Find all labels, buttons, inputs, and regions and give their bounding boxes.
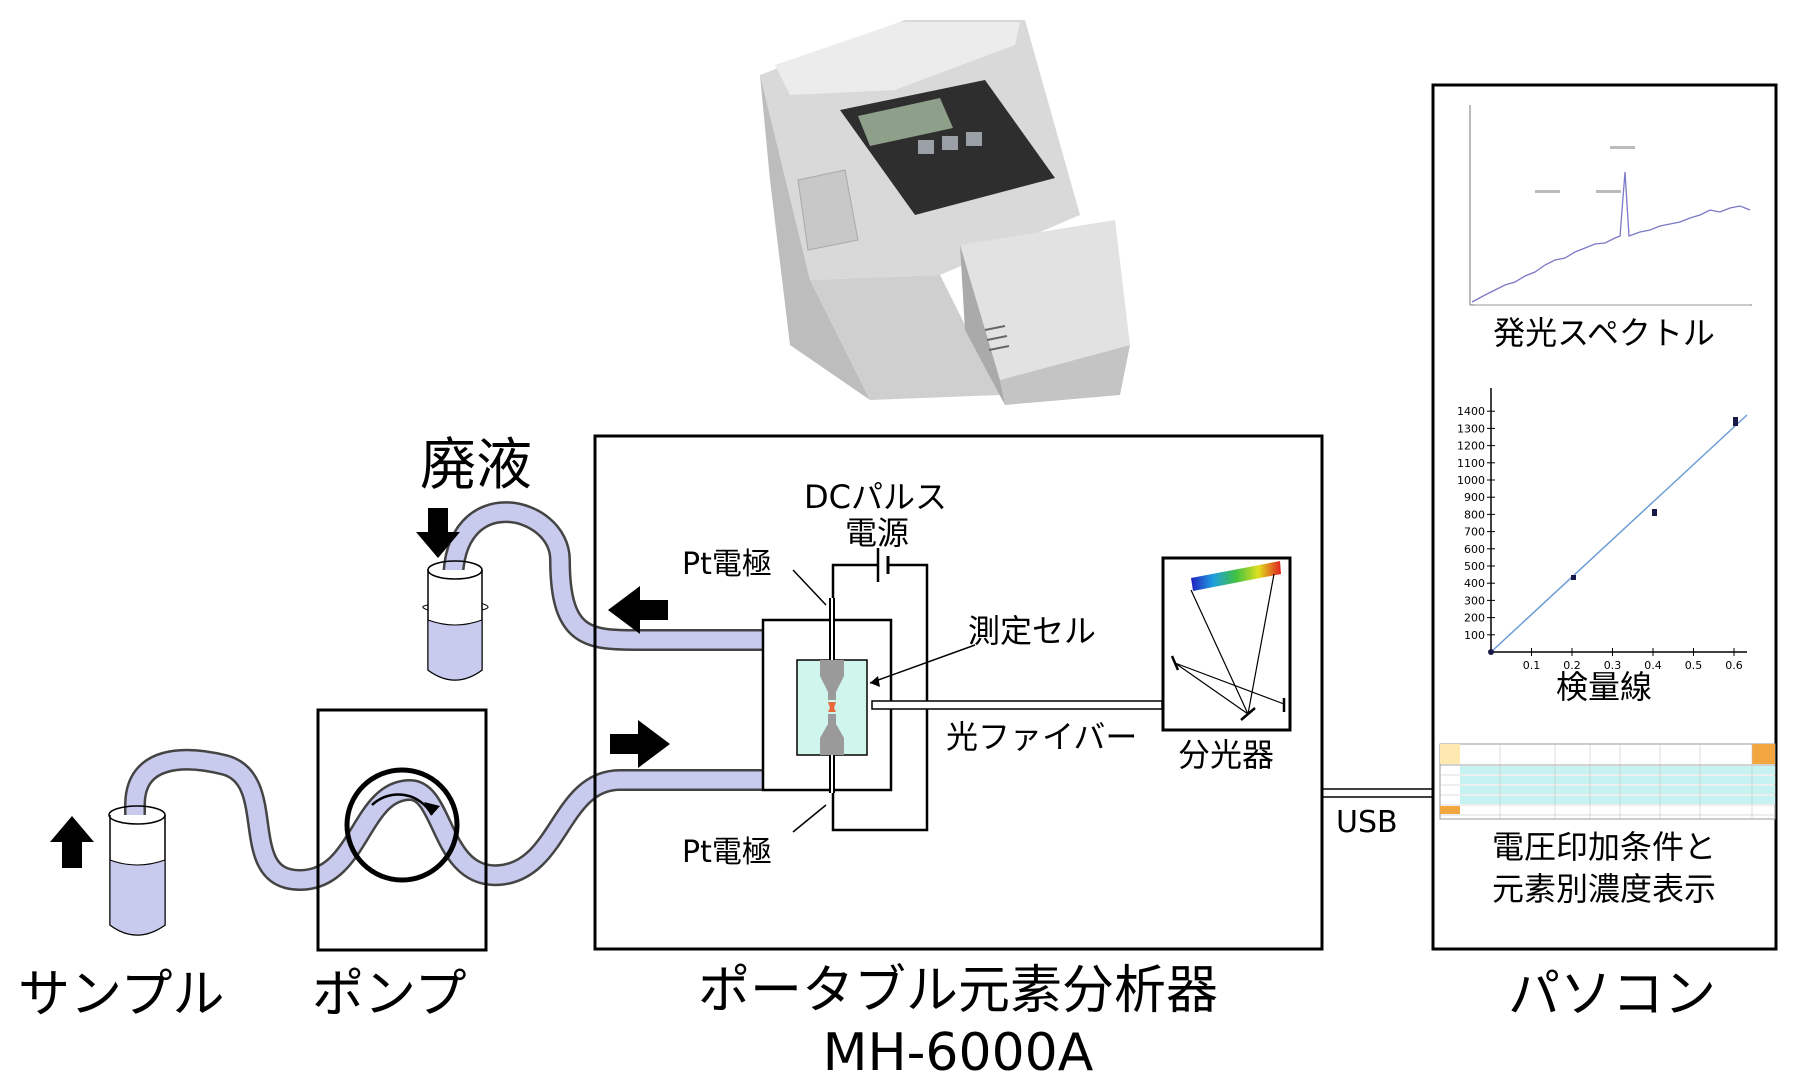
measurement-cell-label: 測定セル: [968, 612, 1096, 650]
y-tick-label: 700: [1464, 526, 1485, 539]
pump-box: [316, 708, 488, 952]
pc-panel: [1431, 83, 1778, 951]
pointer-line: [869, 644, 976, 684]
calibration-curve-label: 検量線: [1556, 668, 1652, 706]
data-point: [1733, 417, 1738, 426]
panel-button: [918, 140, 934, 154]
sample-label: サンプル: [18, 965, 224, 1025]
power-supply-label: 電源: [845, 514, 909, 552]
concentration-table: [1439, 743, 1776, 820]
optical-fiber-label: 光ファイバー: [946, 718, 1137, 756]
panel-button: [942, 136, 958, 150]
pump-label: ポンプ: [312, 965, 466, 1025]
x-tick-label: 0.5: [1685, 659, 1703, 672]
voltage-conditions-label-2: 元素別濃度表示: [1492, 870, 1716, 908]
arrow-right-icon: [610, 720, 670, 768]
data-point: [1652, 509, 1657, 516]
dc-pulse-circuit: [831, 548, 929, 832]
analyzer-box: [593, 434, 1324, 951]
x-tick-label: 0.1: [1523, 659, 1541, 672]
panel-button: [966, 132, 982, 146]
x-tick-label: 0.6: [1725, 659, 1743, 672]
spectrometer: [1161, 556, 1292, 732]
y-tick-label: 100: [1464, 629, 1485, 642]
pc-label: パソコン: [1508, 965, 1716, 1025]
y-tick-label: 1400: [1457, 405, 1485, 418]
pump-rotor: [344, 767, 460, 883]
analyzer-name-label: ポータブル元素分析器: [698, 961, 1218, 1021]
emission-spectrum-chart: [1469, 105, 1752, 306]
x-tick-label: 0.3: [1604, 659, 1622, 672]
measurement-cell: [761, 598, 893, 793]
sample-beaker: [108, 805, 166, 936]
waste-label: 廃液: [420, 433, 532, 498]
y-tick-label: 1100: [1457, 457, 1485, 470]
y-tick-label: 300: [1464, 594, 1485, 607]
pointer-line: [792, 569, 827, 606]
optical-fiber: [871, 700, 1163, 710]
device-photo: [760, 20, 1130, 405]
pt-electrode-top-label: Pt電極: [682, 547, 772, 582]
y-tick-label: 1300: [1457, 422, 1485, 435]
upper-tube: [442, 501, 856, 651]
emission-spectrum-label: 発光スペクトル: [1493, 314, 1715, 352]
y-tick-label: 1000: [1457, 474, 1485, 487]
pointer-line: [792, 804, 827, 833]
analyzer-model-label: MH-6000A: [823, 1023, 1094, 1082]
arrow-left-icon: [608, 586, 668, 634]
waste-beaker: [422, 560, 489, 681]
usb-cable: [1322, 788, 1433, 798]
x-tick-label: 0.4: [1644, 659, 1662, 672]
usb-label: USB: [1336, 805, 1398, 840]
lower-tube: [124, 748, 856, 891]
arrow-up-icon: [50, 816, 94, 868]
pt-electrode-bottom-label: Pt電極: [682, 835, 772, 870]
y-tick-label: 1200: [1457, 440, 1485, 453]
voltage-conditions-label-1: 電圧印加条件と: [1492, 828, 1716, 866]
dc-pulse-label: DCパルス: [804, 478, 947, 516]
y-tick-label: 400: [1464, 577, 1485, 590]
y-tick-label: 600: [1464, 543, 1485, 556]
pump-rotation-icon: [371, 793, 434, 816]
arrow-down-icon: [416, 508, 460, 558]
calibration-curve-chart: 100 200 300 400 500 600 700 800 900 1000 1100 1200 1…: [1457, 388, 1748, 672]
y-tick-label: 200: [1464, 612, 1485, 625]
y-tick-label: 500: [1464, 560, 1485, 573]
spectrometer-label: 分光器: [1178, 736, 1274, 774]
y-tick-label: 900: [1464, 491, 1485, 504]
x-tick-label: 0.2: [1563, 659, 1581, 672]
data-point: [1571, 575, 1576, 580]
fit-line: [1490, 414, 1748, 653]
y-tick-label: 800: [1464, 508, 1485, 521]
